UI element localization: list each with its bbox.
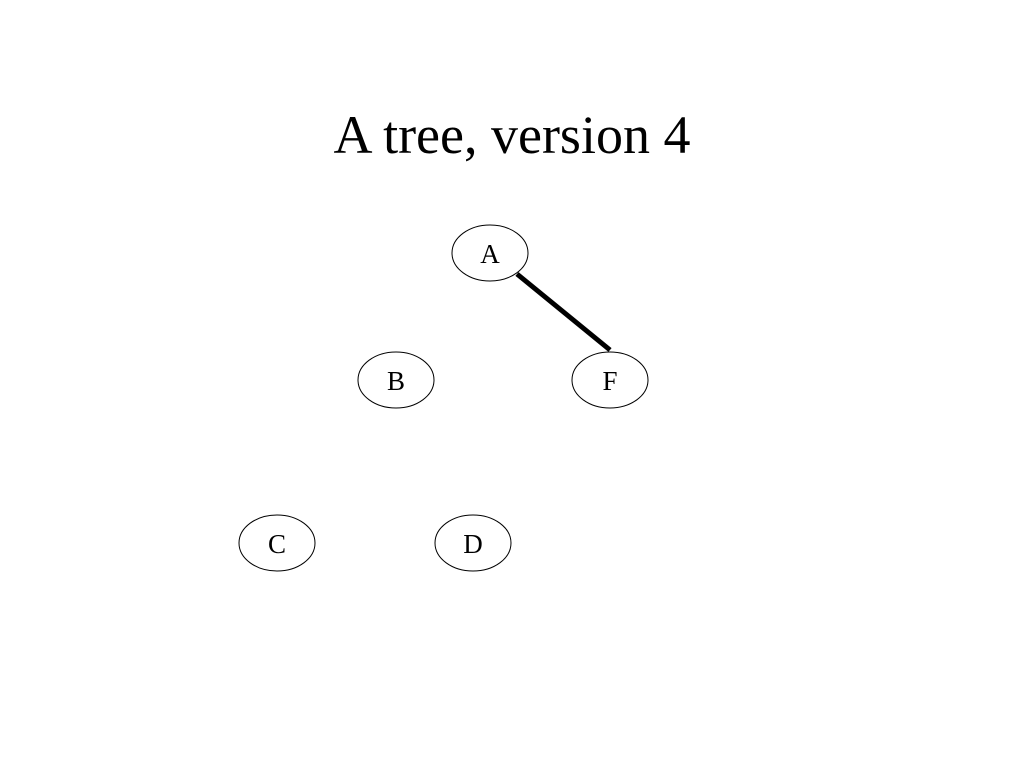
tree-node-d: D [434,514,512,572]
tree-node-f: F [571,351,649,409]
tree-node-c: C [238,514,316,572]
slide-title: A tree, version 4 [333,105,691,165]
node-label-b: B [387,366,405,396]
node-label-d: D [463,529,483,559]
tree-node-a: A [451,224,529,282]
node-label-c: C [268,529,286,559]
node-label-f: F [602,366,617,396]
tree-node-b: B [357,351,435,409]
edge-a-f [515,272,612,352]
node-label-a: A [480,239,500,269]
